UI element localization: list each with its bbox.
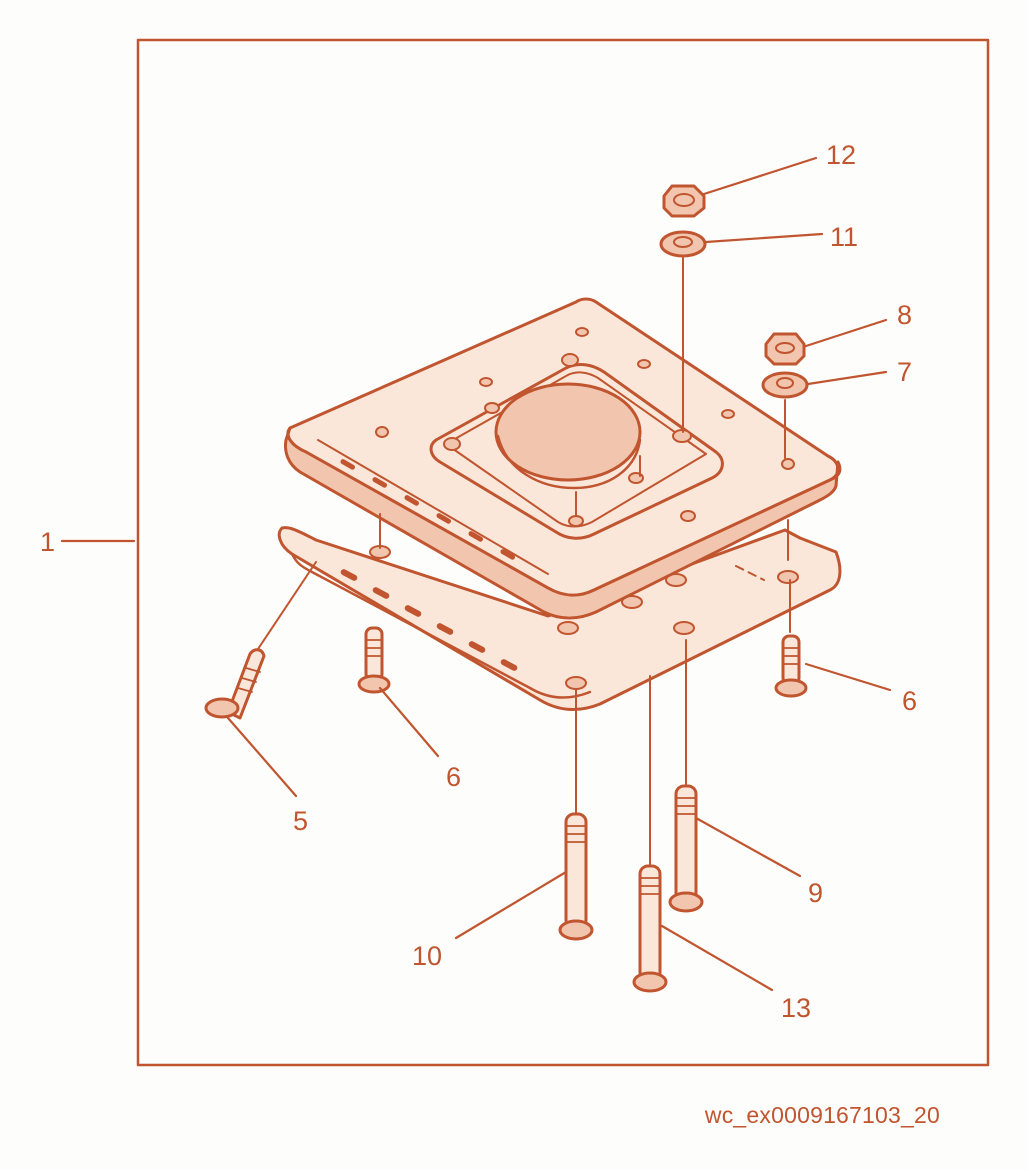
leader-lines	[60, 156, 892, 992]
callout-5: 5	[293, 806, 308, 836]
callout-8: 8	[897, 300, 912, 330]
washer-11	[659, 230, 707, 258]
callout-7: 7	[897, 357, 912, 387]
washer-7	[761, 371, 809, 399]
bolt-13	[632, 864, 668, 993]
assembly-axis-lines	[255, 257, 791, 865]
upper-plate	[284, 297, 842, 620]
center-bore	[494, 382, 642, 482]
bolt-9	[668, 784, 704, 913]
bolt-5	[204, 648, 266, 720]
callout-11: 11	[830, 222, 858, 252]
hex-nut-12	[662, 184, 706, 218]
callout-6-left: 6	[446, 762, 461, 792]
callout-12: 12	[826, 140, 856, 170]
kit-frame	[136, 38, 990, 1067]
callout-6-right: 6	[902, 686, 917, 716]
callout-9: 9	[808, 878, 823, 908]
nut-8	[764, 332, 806, 366]
callout-13: 13	[781, 993, 811, 1023]
reference-code: wc_ex0009167103_20	[704, 1102, 940, 1128]
bolt-6-left	[357, 626, 391, 694]
bolt-10	[558, 812, 594, 941]
callout-1: 1	[40, 527, 55, 557]
bolt-6-right	[774, 634, 808, 698]
callout-10: 10	[412, 941, 442, 971]
